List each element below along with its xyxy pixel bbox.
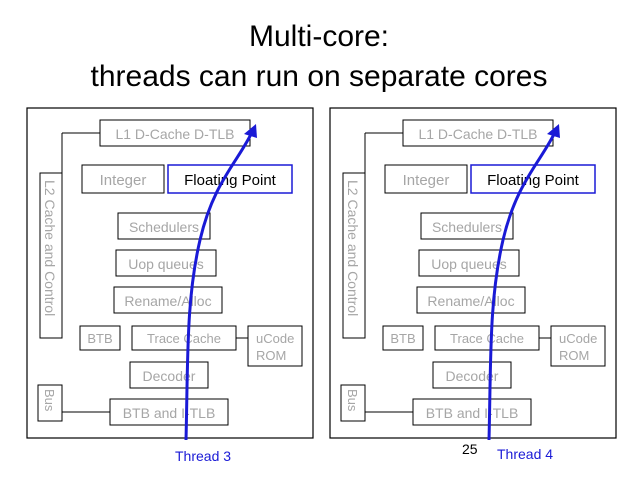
- thread-4-label: Thread 4: [497, 446, 554, 462]
- btb-itlb-label: BTB and I-TLB: [123, 405, 216, 421]
- floating-point-label: Floating Point: [487, 172, 580, 189]
- l2-cache-label: L2 Cache and Control: [345, 180, 361, 316]
- decoder-block: [129, 361, 209, 389]
- bus-block: [340, 384, 366, 422]
- trace-cache-label: Trace Cache: [450, 331, 524, 346]
- rename-alloc-label: Rename/Alloc: [427, 293, 514, 309]
- rename-alloc-block: [113, 286, 223, 314]
- bus-label: Bus: [42, 389, 57, 412]
- btb-block: [382, 325, 424, 351]
- schedulers-label: Schedulers: [129, 219, 199, 235]
- decoder-label: Decoder: [446, 368, 499, 384]
- l1-dcache-label: L1 D-Cache D-TLB: [418, 126, 537, 142]
- ucode-rom-block: [247, 325, 303, 367]
- integer-label: Integer: [403, 172, 450, 189]
- thread-arrowhead: [244, 124, 257, 138]
- rom-label: ROM: [256, 348, 286, 363]
- slide-title-line-1: Multi-core:: [248, 20, 390, 53]
- l2-cache-block: [39, 172, 63, 339]
- uop-queues-block: [418, 249, 520, 277]
- l1-dcache-label: L1 D-Cache D-TLB: [115, 126, 234, 142]
- uop-queues-label: Uop queues: [431, 256, 507, 272]
- core-frame: [329, 107, 617, 439]
- l2-cache-block: [342, 172, 366, 339]
- decoder-label: Decoder: [143, 368, 196, 384]
- btb-block: [79, 325, 121, 351]
- ucode-rom-block: [550, 325, 606, 367]
- uop-queues-label: Uop queues: [128, 256, 204, 272]
- decoder-block: [432, 361, 512, 389]
- thread-arrowhead: [547, 124, 560, 138]
- ucode-label: uCode: [559, 331, 597, 346]
- core-frame: [26, 107, 314, 439]
- rename-alloc-block: [416, 286, 526, 314]
- thread-arrow: [184, 127, 256, 441]
- schedulers-block: [117, 212, 211, 240]
- trace-cache-label: Trace Cache: [147, 331, 221, 346]
- bus-label: Bus: [345, 389, 360, 412]
- integer-block: [81, 164, 165, 194]
- trace-cache-block: [434, 325, 540, 351]
- btb-itlb-block: [109, 398, 229, 426]
- schedulers-label: Schedulers: [432, 219, 502, 235]
- slide-title-line-2: threads can run on separate cores: [90, 60, 548, 93]
- thread-arrow: [487, 127, 559, 441]
- trace-cache-block: [131, 325, 237, 351]
- thread-3-label: Thread 3: [175, 448, 232, 464]
- rom-label: ROM: [559, 348, 589, 363]
- ucode-label: uCode: [256, 331, 294, 346]
- schedulers-block: [420, 212, 514, 240]
- l1-dcache-block: [99, 119, 251, 147]
- uop-queues-block: [115, 249, 217, 277]
- btb-label: BTB: [87, 331, 112, 346]
- btb-itlb-label: BTB and I-TLB: [426, 405, 519, 421]
- integer-label: Integer: [100, 172, 147, 189]
- bus-block: [37, 384, 63, 422]
- floating-point-label: Floating Point: [184, 172, 277, 189]
- btb-itlb-block: [412, 398, 532, 426]
- btb-label: BTB: [390, 331, 415, 346]
- page-number: 25: [462, 441, 478, 457]
- l2-cache-label: L2 Cache and Control: [42, 180, 58, 316]
- integer-block: [384, 164, 468, 194]
